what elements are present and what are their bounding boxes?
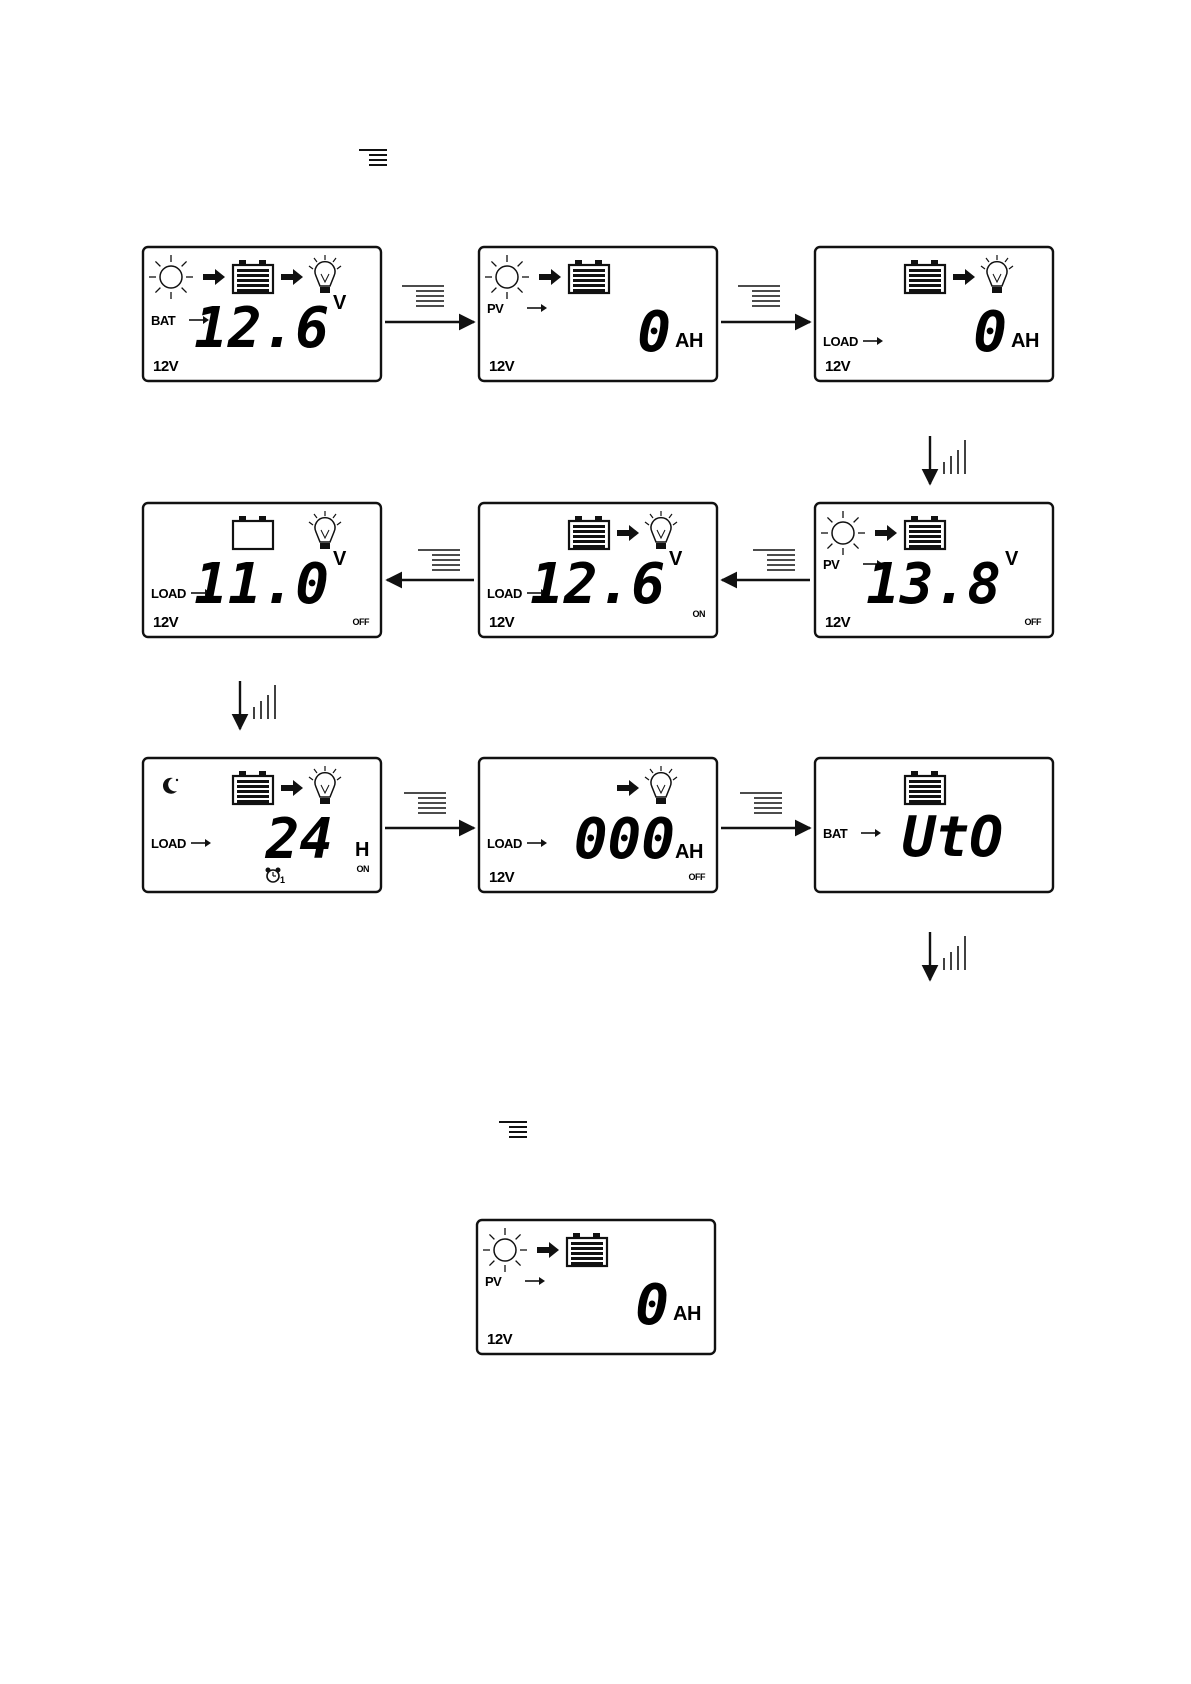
menu-lines-icon bbox=[404, 793, 446, 813]
lcd-unit: AH bbox=[1011, 330, 1039, 352]
lcd-screen: BAT UtO bbox=[815, 758, 1053, 892]
long-press-down-icon bbox=[240, 681, 275, 729]
lcd-value: 13.8 bbox=[866, 552, 1001, 617]
system-voltage: 12V bbox=[153, 614, 179, 631]
lcd-frame bbox=[477, 1220, 715, 1354]
menu-lines-icon bbox=[753, 550, 795, 570]
long-press-down-icon bbox=[930, 436, 965, 484]
menu-lines-icon bbox=[359, 150, 387, 165]
mode-label: PV bbox=[823, 557, 840, 572]
lcd-screen: 1 LOAD 24 H ON bbox=[143, 758, 381, 892]
system-voltage: 12V bbox=[489, 869, 515, 886]
lcd-unit: AH bbox=[673, 1303, 701, 1325]
menu-lines-icon bbox=[418, 550, 460, 570]
lcd-value: 000 bbox=[574, 807, 675, 872]
lcd-value: 11.0 bbox=[194, 552, 329, 617]
lcd-value: 24 bbox=[265, 807, 333, 872]
menu-lines-icon bbox=[738, 286, 780, 306]
system-voltage: 12V bbox=[153, 358, 179, 375]
mode-label: BAT bbox=[823, 826, 848, 841]
lcd-unit: V bbox=[1005, 548, 1019, 570]
lcd-value: 12.6 bbox=[530, 552, 665, 617]
load-state: OFF bbox=[353, 617, 370, 627]
lcd-unit: AH bbox=[675, 841, 703, 863]
lcd-unit: V bbox=[333, 292, 347, 314]
lcd-value: 12.6 bbox=[194, 296, 329, 361]
mode-label: PV bbox=[485, 1274, 502, 1289]
mode-label: LOAD bbox=[823, 334, 858, 349]
load-state: ON bbox=[357, 864, 370, 874]
lcd-frame bbox=[143, 758, 381, 892]
long-press-down-icon bbox=[930, 932, 965, 980]
lcd-unit: V bbox=[333, 548, 347, 570]
mode-label: LOAD bbox=[151, 586, 186, 601]
lcd-screen: PV 13.8V 12V OFF bbox=[815, 503, 1053, 637]
lcd-value: UtO bbox=[902, 805, 1003, 870]
alarm-index: 1 bbox=[280, 875, 285, 885]
lcd-unit: V bbox=[669, 548, 683, 570]
mode-label: LOAD bbox=[487, 586, 522, 601]
load-state: OFF bbox=[689, 872, 706, 882]
lcd-frame bbox=[479, 247, 717, 381]
system-voltage: 12V bbox=[825, 614, 851, 631]
system-voltage: 12V bbox=[825, 358, 851, 375]
lcd-frame bbox=[815, 247, 1053, 381]
menu-lines-icon bbox=[499, 1122, 527, 1137]
lcd-value: 0 bbox=[635, 1273, 669, 1338]
load-state: OFF bbox=[1025, 617, 1042, 627]
lcd-value: 0 bbox=[973, 300, 1007, 365]
load-state: ON bbox=[693, 609, 706, 619]
mode-label: LOAD bbox=[487, 836, 522, 851]
system-voltage: 12V bbox=[489, 614, 515, 631]
system-voltage: 12V bbox=[487, 1331, 513, 1348]
system-voltage: 12V bbox=[489, 358, 515, 375]
mode-label: LOAD bbox=[151, 836, 186, 851]
mode-label: BAT bbox=[151, 313, 176, 328]
menu-lines-icon bbox=[740, 793, 782, 813]
lcd-unit: H bbox=[355, 839, 369, 861]
mode-label: PV bbox=[487, 301, 504, 316]
lcd-unit: AH bbox=[675, 330, 703, 352]
lcd-value: 0 bbox=[637, 300, 671, 365]
menu-lines-icon bbox=[402, 286, 444, 306]
